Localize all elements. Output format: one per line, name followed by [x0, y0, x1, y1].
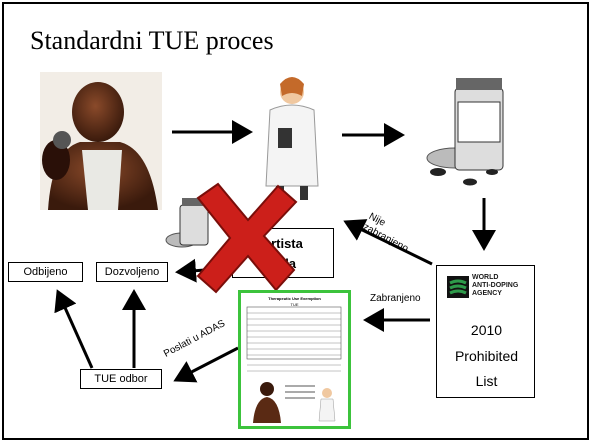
form-title: Therapeutic Use Exemption [268, 296, 321, 301]
obscured-line-1: ortista [263, 236, 303, 251]
list-title-line1: Prohibited [454, 348, 519, 364]
rejected-box: Odbijeno [8, 262, 83, 282]
wada-logo-icon [447, 276, 469, 298]
form-subtitle: TUE [290, 302, 299, 307]
tue-committee-box: TUE odbor [80, 369, 162, 389]
prohibited-list-card: WORLD ANTI-DOPING AGENCY 2010 Prohibited… [436, 265, 535, 398]
tue-application-form: Therapeutic Use Exemption TUE [238, 290, 351, 429]
arrow-list-to-athlete [343, 219, 433, 266]
medicine-bottle-small-icon [165, 198, 209, 248]
arrow-form-to-committee [173, 346, 239, 383]
list-title-line2: List [475, 373, 498, 389]
allowed-box: Dozvoljeno [96, 262, 168, 282]
prohibited-label: Zabranjeno [370, 293, 421, 304]
form-athlete-photo [253, 382, 281, 423]
arrow-athlete-to-allowed [175, 258, 233, 283]
form-doctor-photo [318, 388, 336, 422]
medicine-bottle-icon [426, 78, 504, 186]
page-title: Standardni TUE proces [30, 26, 274, 55]
arrow-committee-to-rejected [54, 289, 94, 369]
form-contents [246, 306, 342, 423]
obscured-line-2: e da [269, 256, 296, 271]
obscured-athlete-box: ortista e da [232, 228, 334, 278]
list-year: 2010 [470, 322, 503, 338]
athlete-photo-icon [40, 72, 162, 210]
doctor-icon [265, 77, 319, 200]
slide-frame [2, 2, 589, 440]
wada-name: WORLD ANTI-DOPING AGENCY [472, 274, 519, 297]
